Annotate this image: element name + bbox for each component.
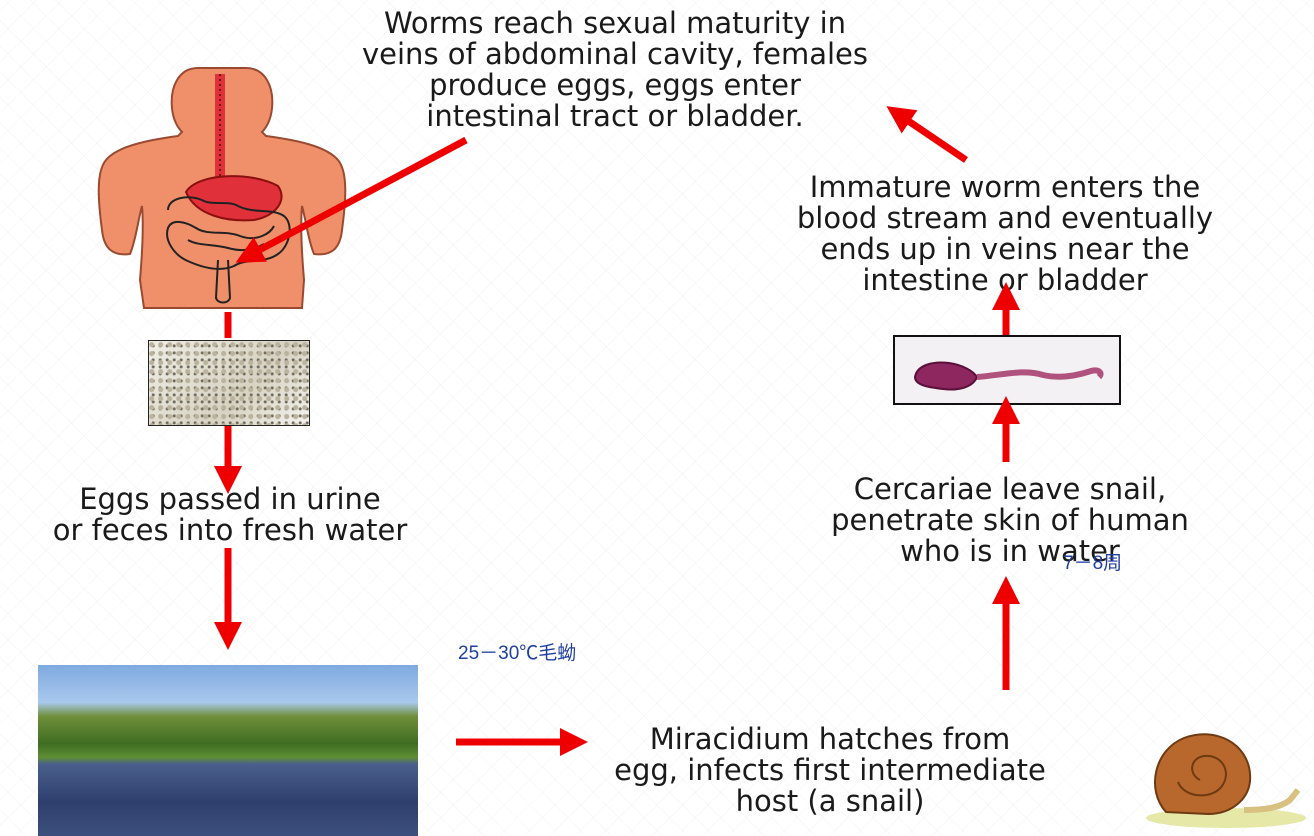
arrow-immature-to-maturity bbox=[898, 114, 966, 160]
arrow-caption-to-intestine bbox=[248, 140, 466, 256]
